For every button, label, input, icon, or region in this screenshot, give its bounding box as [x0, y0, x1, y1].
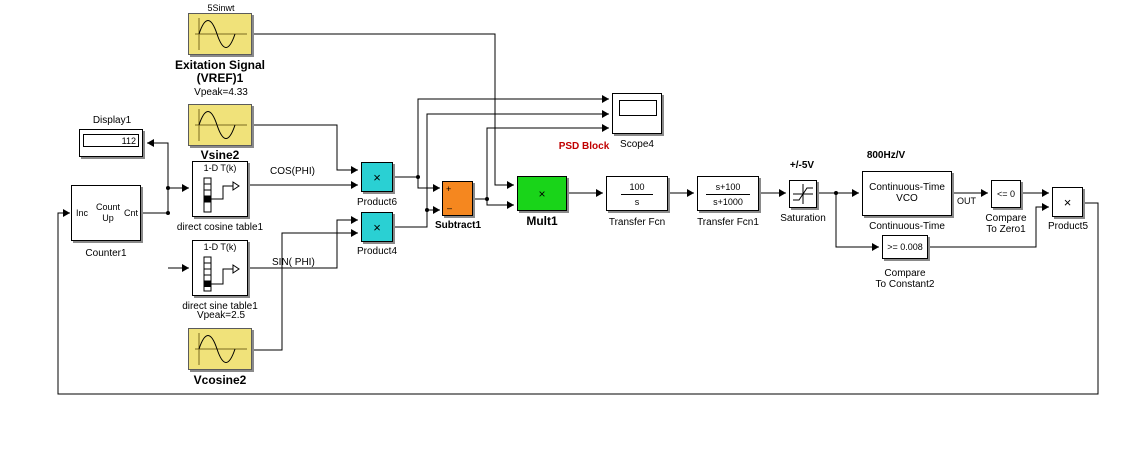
compare-const-label: Compare To Constant2	[875, 268, 935, 290]
counter1-block[interactable]: Inc Count Up Cnt	[71, 185, 141, 241]
vco-block[interactable]: Continuous-Time VCO	[862, 171, 952, 216]
compare-const-body: >= 0.008	[887, 242, 923, 252]
compare-zero-block[interactable]: <= 0	[991, 180, 1021, 208]
vco-body: Continuous-Time VCO	[869, 182, 945, 204]
saturation-icon	[793, 184, 813, 204]
multiply-icon: ×	[538, 187, 546, 201]
sine-wave-icon	[195, 333, 247, 365]
multiply-icon: ×	[373, 220, 381, 235]
product4-block[interactable]: ×	[361, 212, 393, 242]
lookup-table-icon	[203, 256, 240, 292]
vco-label: Continuous-Time	[869, 221, 945, 232]
subtract1-block[interactable]: + –	[442, 181, 473, 216]
vcosine2-param: Vpeak=2.5	[196, 310, 246, 321]
sin-table-block[interactable]: 1-D T(k)	[192, 240, 248, 296]
product5-label: Product5	[1047, 221, 1089, 232]
cos-table-header: 1-D T(k)	[203, 163, 237, 173]
vco-out-port: OUT	[957, 196, 976, 206]
subtract1-minus-sign: –	[447, 203, 453, 213]
scope4-block[interactable]	[612, 93, 662, 134]
transfer-fcn-numerator: 100	[629, 182, 645, 192]
junction-dots	[166, 175, 838, 215]
transfer-fcn1-denominator: s+1000	[713, 197, 743, 207]
cos-table-block[interactable]: 1-D T(k)	[192, 161, 248, 217]
display1-block[interactable]: 112	[79, 129, 143, 157]
saturation-label: Saturation	[780, 213, 826, 224]
multiply-icon: ×	[373, 170, 381, 185]
transfer-fcn-denominator: s	[634, 197, 640, 207]
vco-param: 800Hz/V	[866, 150, 906, 161]
sin-table-header: 1-D T(k)	[203, 242, 237, 252]
subtract1-plus-sign: +	[446, 184, 452, 194]
saturation-block[interactable]	[789, 180, 817, 208]
mult1-block[interactable]: ×	[517, 176, 567, 211]
vcosine2-label: Vcosine2	[193, 373, 247, 387]
lookup-table-icon	[203, 177, 240, 213]
mult1-label: Mult1	[526, 214, 558, 228]
multiply-icon: ×	[1063, 195, 1072, 210]
scope4-label: Scope4	[620, 139, 654, 150]
cos-phi-signal-label: COS(PHI)	[270, 166, 315, 177]
transfer-fcn1-label: Transfer Fcn1	[697, 217, 759, 228]
saturation-param: +/-5V	[789, 160, 815, 171]
transfer-fcn-block[interactable]: 100 s	[606, 176, 668, 211]
display1-label: Display1	[92, 115, 132, 126]
exitation-signal-block[interactable]	[188, 13, 252, 55]
vsine2-param: Vpeak=4.33	[194, 87, 248, 98]
compare-zero-label: Compare To Zero1	[985, 213, 1027, 235]
counter1-out-port: Cnt	[123, 208, 138, 218]
transfer-fcn-label: Transfer Fcn	[608, 217, 666, 228]
vsine2-label: Vsine2	[200, 148, 240, 162]
product6-label: Product6	[356, 197, 398, 208]
counter1-body: Count Up	[95, 202, 121, 223]
cos-table-label: direct cosine table1	[176, 222, 264, 233]
product4-label: Product4	[356, 246, 398, 257]
display1-value: 112	[83, 134, 139, 147]
sine-wave-icon	[195, 109, 247, 141]
counter1-in-port: Inc	[76, 208, 89, 218]
compare-zero-body: <= 0	[996, 189, 1016, 199]
sin-phi-signal-label: SIN( PHI)	[272, 257, 315, 268]
signal-lines	[57, 33, 1099, 395]
transfer-fcn1-block[interactable]: s+100 s+1000	[697, 176, 759, 211]
psd-block-label: PSD Block	[558, 141, 610, 152]
sine-wave-icon	[195, 18, 247, 50]
product5-block[interactable]: ×	[1052, 187, 1083, 217]
compare-const-block[interactable]: >= 0.008	[882, 235, 928, 259]
counter1-label: Counter1	[85, 248, 127, 259]
exitation-signal-label: Exitation Signal (VREF)1	[174, 58, 265, 85]
subtract1-label: Subtract1	[434, 220, 482, 231]
scope-screen-icon	[619, 100, 657, 116]
sin-table-label: direct sine table1	[182, 301, 258, 312]
vcosine2-block[interactable]	[188, 328, 252, 370]
transfer-fcn1-numerator: s+100	[715, 182, 741, 192]
product6-block[interactable]: ×	[361, 162, 393, 192]
vsine2-block[interactable]	[188, 104, 252, 146]
exitation-signal-param: 5Sinwt	[207, 3, 235, 13]
